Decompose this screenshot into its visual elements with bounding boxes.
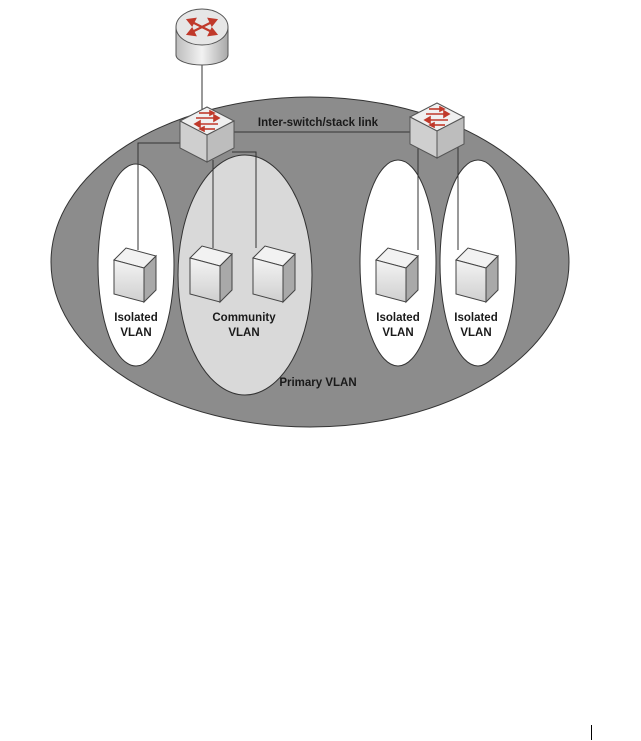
isolated-vlan-label-2-line1: Isolated bbox=[376, 312, 419, 324]
host-icon-community-2 bbox=[252, 245, 296, 304]
host-icon-isolated-3 bbox=[455, 247, 499, 304]
community-vlan-label-line1: Community bbox=[212, 312, 276, 324]
page-edge-mark bbox=[591, 725, 592, 740]
community-vlan-area bbox=[177, 154, 313, 396]
isolated-vlan-label-3-line1: Isolated bbox=[454, 312, 497, 324]
switch-icon-1 bbox=[178, 106, 236, 163]
isolated-vlan-label-3-line2: VLAN bbox=[460, 327, 491, 339]
host-icon-isolated-2 bbox=[375, 247, 419, 304]
community-vlan-label-line2: VLAN bbox=[228, 327, 259, 339]
inter-switch-link-label: Inter-switch/stack link bbox=[258, 117, 379, 129]
isolated-vlan-label-1-line2: VLAN bbox=[120, 327, 151, 339]
primary-vlan-label: Primary VLAN bbox=[279, 377, 356, 389]
isolated-vlan-label-2-line2: VLAN bbox=[382, 327, 413, 339]
isolated-vlan-label-1-line1: Isolated bbox=[114, 312, 157, 324]
host-icon-isolated-1 bbox=[113, 247, 157, 304]
host-icon-community-1 bbox=[189, 245, 233, 304]
switch-icon-2 bbox=[408, 102, 466, 159]
router-icon bbox=[175, 8, 229, 66]
